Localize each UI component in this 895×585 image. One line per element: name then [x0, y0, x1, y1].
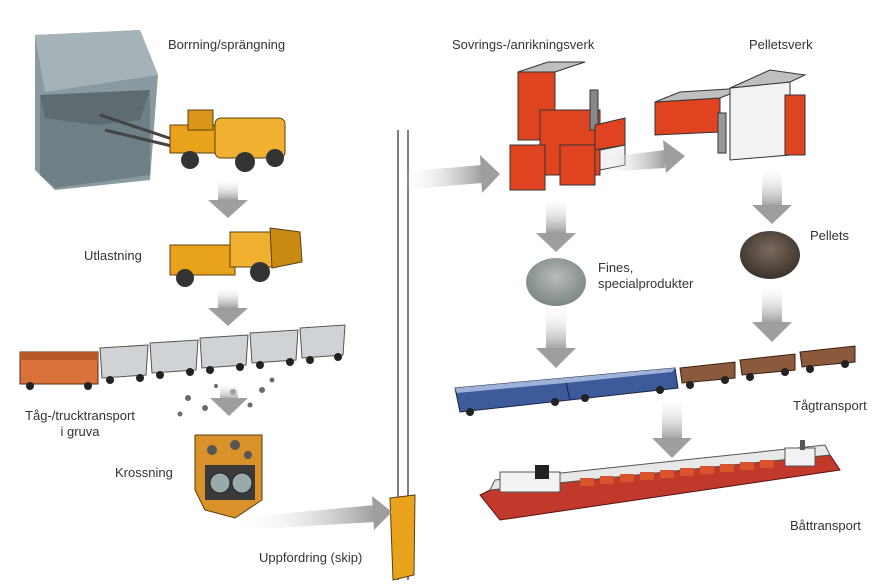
- pellets-pile: [740, 231, 800, 279]
- arrow-down-6: [536, 305, 576, 368]
- arrow-down-5: [752, 165, 792, 224]
- flow-arrows: [208, 140, 792, 530]
- label-tagtransport-gruva: Tåg-/trucktransport: [25, 408, 135, 423]
- arrow-down-4: [536, 195, 576, 252]
- label-krossning: Krossning: [115, 465, 173, 480]
- mine-train: [19, 324, 346, 390]
- label-i-gruva: i gruva: [60, 424, 100, 439]
- arrow-right-3: [600, 140, 685, 173]
- label-borrning: Borrning/sprängning: [168, 37, 286, 52]
- crusher: [194, 434, 263, 519]
- shaft: [389, 130, 416, 581]
- label-tagtransport: Tågtransport: [793, 398, 867, 413]
- surface-train: [454, 345, 856, 416]
- pellet-plant: [654, 69, 807, 161]
- rock-face: [35, 30, 158, 190]
- label-battransport: Båttransport: [790, 518, 861, 533]
- arrow-right-1: [235, 496, 392, 530]
- label-uppfordring: Uppfordring (skip): [259, 550, 363, 565]
- loader: [169, 227, 303, 287]
- arrow-down-8: [652, 395, 692, 458]
- label-specialprodukter: specialprodukter: [598, 276, 694, 291]
- label-pelletsverk: Pelletsverk: [749, 37, 813, 52]
- label-pellets: Pellets: [810, 228, 850, 243]
- arrow-down-2: [208, 286, 248, 326]
- arrow-down-3: [210, 382, 248, 416]
- ship: [479, 440, 841, 521]
- label-sovringsverk: Sovrings-/anrikningsverk: [452, 37, 595, 52]
- label-fines: Fines,: [598, 260, 634, 275]
- drill-rig: [99, 109, 286, 172]
- arrow-right-2: [400, 155, 500, 193]
- arrow-down-7: [752, 283, 792, 342]
- arrow-down-1: [208, 178, 248, 218]
- label-utlastning: Utlastning: [84, 248, 142, 263]
- fines-pile: [526, 258, 586, 306]
